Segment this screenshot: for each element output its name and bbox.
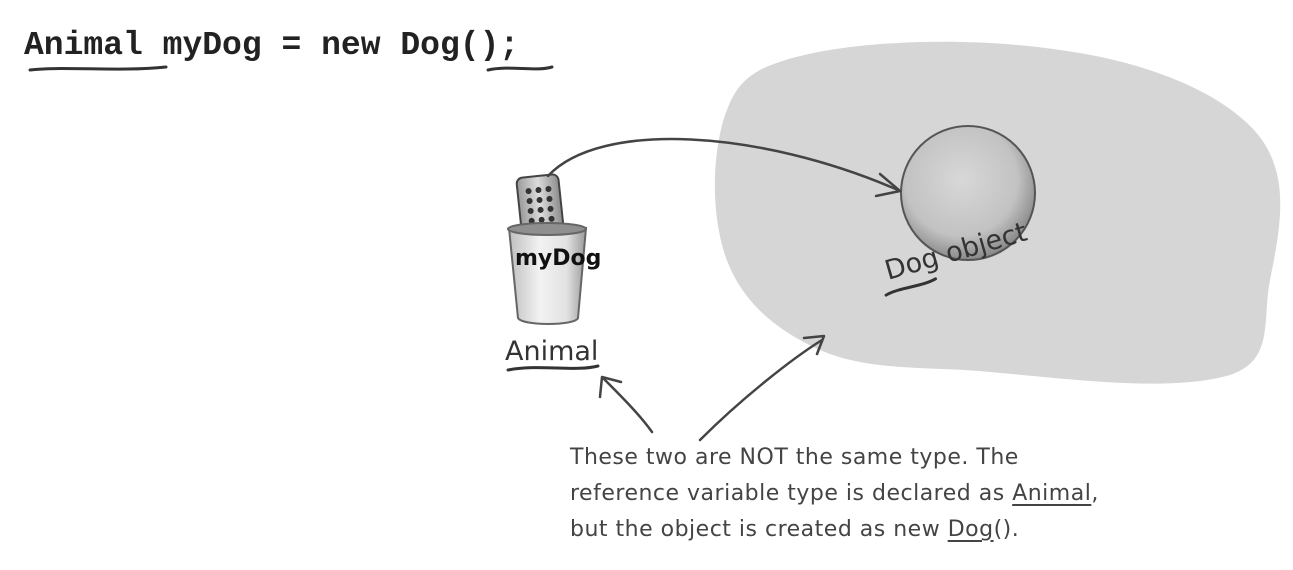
reference-arrow: [546, 137, 900, 192]
caption: These two are NOT the same type. The ref…: [570, 440, 1099, 548]
caption-arrow-to-object: [698, 338, 824, 442]
caption-line-2-prefix: reference variable type is declared as: [570, 481, 1013, 506]
code-declared-type-underline: [28, 65, 168, 72]
caption-line-2: reference variable type is declared as A…: [570, 476, 1099, 512]
code-object-type-underline: [486, 65, 554, 72]
caption-arrow-to-object-head: [802, 334, 826, 356]
caption-object-type: Dog: [947, 517, 994, 542]
dog-object-label-underline: [884, 277, 938, 297]
code-variable: myDog: [162, 27, 262, 64]
caption-arrow-to-animal-head: [598, 375, 623, 399]
code-statement: Animal myDog = new Dog();: [24, 24, 519, 68]
caption-line-3-prefix: but the object is created as new: [570, 517, 948, 542]
reference-type-label-underline: [506, 364, 600, 372]
code-object-type: Dog: [400, 27, 460, 64]
caption-line-3-suffix: ().: [993, 517, 1020, 542]
code-declared-type: Animal: [24, 27, 143, 64]
reference-variable-label: myDog: [515, 246, 601, 271]
dog-object-ball: [900, 125, 1036, 261]
reference-arrowhead: [874, 172, 902, 198]
caption-declared-type: Animal: [1012, 481, 1092, 506]
reference-type-label: Animal: [505, 336, 598, 367]
caption-arrow-to-animal: [601, 376, 654, 434]
caption-line-3: but the object is created as new Dog().: [570, 512, 1099, 548]
code-equals: =: [281, 27, 302, 64]
caption-line-2-suffix: ,: [1091, 481, 1099, 506]
code-new-keyword: new: [321, 27, 381, 64]
reference-cup-icon: [507, 222, 588, 325]
code-tail: ();: [459, 27, 520, 64]
caption-line-1: These two are NOT the same type. The: [570, 445, 1019, 470]
